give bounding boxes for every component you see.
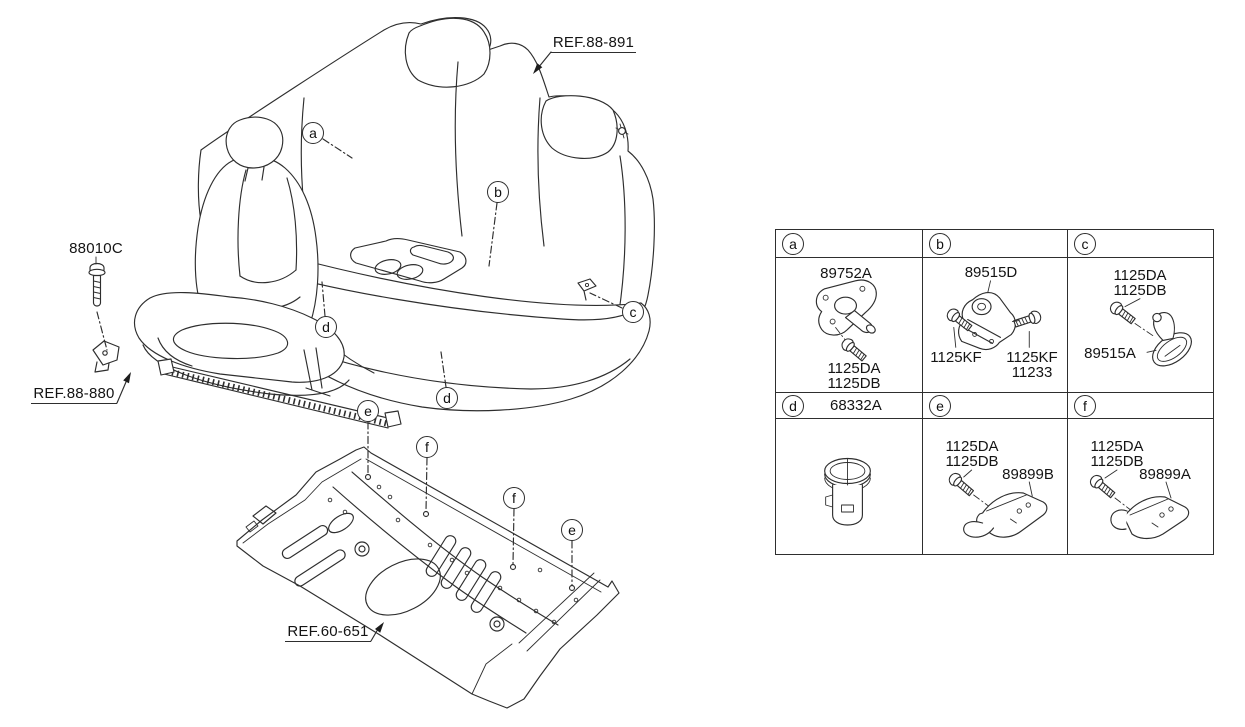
table-header-a: a <box>776 230 923 258</box>
part-number-1125DA[interactable]: 1125DA <box>1113 267 1167 284</box>
table-cell-e: 1125DA 1125DB 89899B <box>923 419 1068 554</box>
ref-label-front-seat[interactable]: REF.88-880 <box>31 386 117 404</box>
table-cell-b: 89515D 1125KF 1125KF 11233 <box>923 258 1068 393</box>
callout-a[interactable]: a <box>302 122 324 144</box>
part-label-88010C[interactable]: 88010C <box>69 240 123 257</box>
part-number-1125DA[interactable]: 1125DA <box>945 438 999 455</box>
parts-table: a b c 89752A 1125DA 1125DB <box>775 229 1214 555</box>
part-number-68332A[interactable]: 68332A <box>830 397 882 414</box>
table-cell-f: 1125DA 1125DB 89899A <box>1068 419 1213 554</box>
latch-assembly-drawing <box>944 280 1043 351</box>
front-seat-drawing <box>92 116 402 429</box>
part-number-1125DB[interactable]: 1125DB <box>1113 282 1167 299</box>
part-number-89752A[interactable]: 89752A <box>820 265 872 282</box>
part-number-89515D[interactable]: 89515D <box>964 264 1018 281</box>
callout-badge-c[interactable]: c <box>1074 232 1096 255</box>
table-header-c: c <box>1068 230 1213 258</box>
callout-f-left[interactable]: f <box>416 436 438 458</box>
leader-lines <box>88 51 623 642</box>
callout-badge-e[interactable]: e <box>929 394 951 417</box>
callout-badge-f[interactable]: f <box>1074 394 1096 417</box>
callout-e-left[interactable]: e <box>357 400 379 422</box>
callout-c[interactable]: c <box>622 301 644 323</box>
floor-panel-drawing <box>236 446 620 709</box>
part-number-1125KF-left[interactable]: 1125KF <box>930 349 982 366</box>
part-number-1125DB[interactable]: 1125DB <box>945 453 999 470</box>
table-header-f: f <box>1068 393 1213 419</box>
callout-b[interactable]: b <box>487 181 509 203</box>
part-number-11233[interactable]: 11233 <box>1011 364 1053 381</box>
part-number-89899A[interactable]: 89899A <box>1139 466 1191 483</box>
callout-d-center[interactable]: d <box>436 387 458 409</box>
ref-label-rear-seat[interactable]: REF.88-891 <box>551 34 636 53</box>
part-number-89899B[interactable]: 89899B <box>1002 466 1054 483</box>
callout-badge-d[interactable]: d <box>782 394 804 417</box>
part-number-89515A[interactable]: 89515A <box>1084 345 1136 362</box>
callout-e-right[interactable]: e <box>561 519 583 541</box>
callout-badge-a[interactable]: a <box>782 232 804 255</box>
part-number-1125DA[interactable]: 1125DA <box>827 360 881 377</box>
bracket-89899A-drawing <box>1087 469 1190 540</box>
striker-plate-drawing <box>1107 298 1192 367</box>
ref-label-floor-panel[interactable]: REF.60-651 <box>285 624 371 642</box>
callout-f-right[interactable]: f <box>503 487 525 509</box>
table-header-d: d 68332A <box>776 393 923 419</box>
table-header-b: b <box>923 230 1068 258</box>
part-number-1125KF-right[interactable]: 1125KF <box>1006 349 1058 366</box>
table-cell-d <box>776 419 923 554</box>
callout-badge-b[interactable]: b <box>929 232 951 255</box>
bracket-89899B-drawing <box>946 469 1048 538</box>
table-header-e: e <box>923 393 1068 419</box>
callout-d-left[interactable]: d <box>315 316 337 338</box>
table-cell-a: 89752A 1125DA 1125DB <box>776 258 923 393</box>
part-number-1125DB[interactable]: 1125DB <box>1090 453 1144 470</box>
part-number-1125DA[interactable]: 1125DA <box>1090 438 1144 455</box>
part-number-1125DB[interactable]: 1125DB <box>827 375 881 392</box>
clip-grommet-drawing <box>824 457 871 526</box>
table-cell-c: 1125DA 1125DB 89515A <box>1068 258 1213 393</box>
striker-pin-drawing <box>815 279 877 364</box>
bolt-88010C-drawing <box>88 262 106 307</box>
